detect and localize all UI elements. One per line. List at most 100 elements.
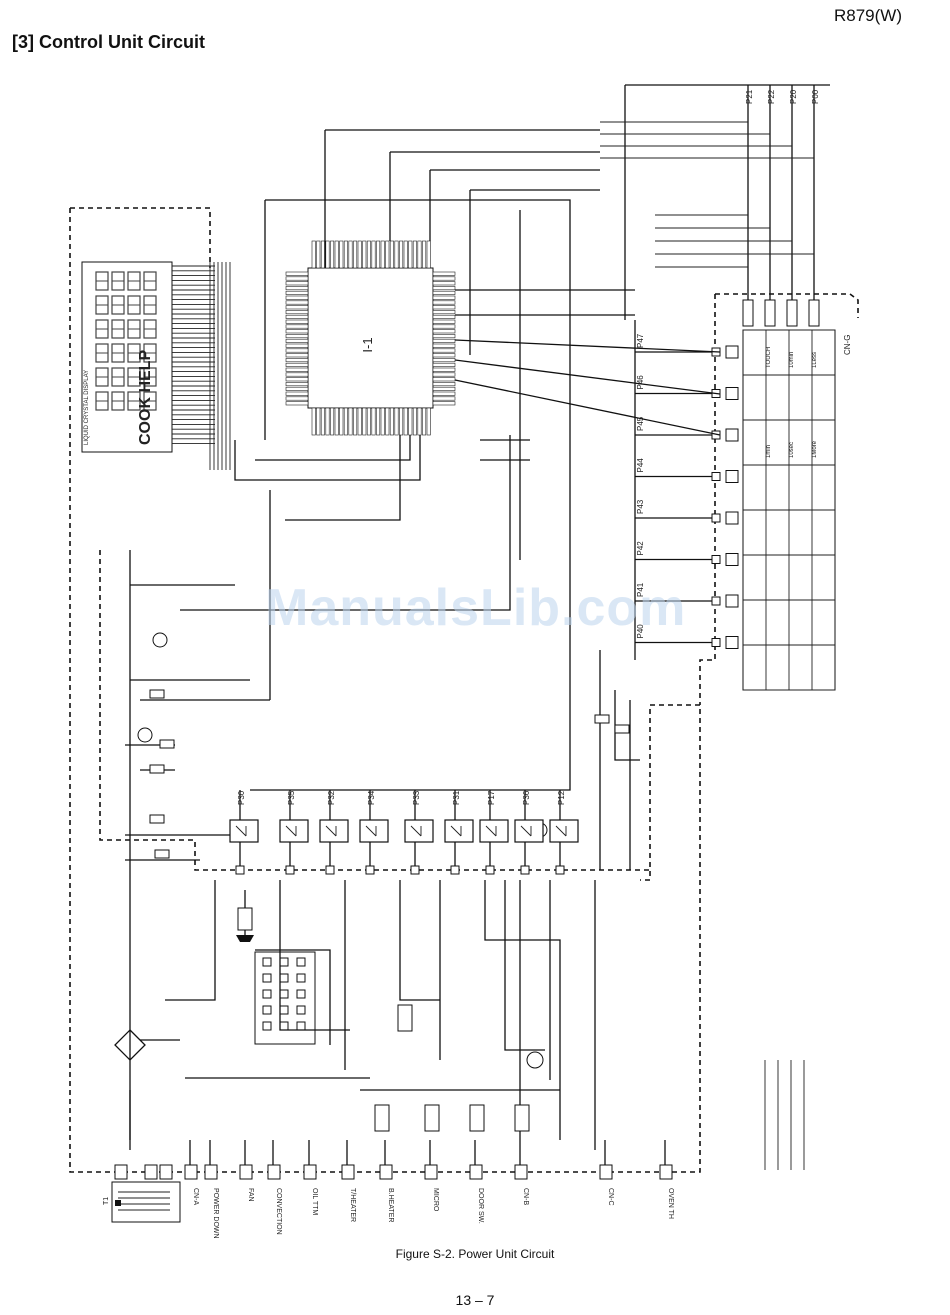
- relay-driver-symbol: [285, 825, 297, 837]
- ic-pin-right: [432, 276, 456, 281]
- relay-driver-symbol: [410, 825, 422, 837]
- side-port-label-p44: P44: [636, 458, 645, 473]
- bottom-connector-box: [184, 1164, 198, 1180]
- ic-pin-top: [316, 240, 321, 269]
- bridge-rectifier: [114, 1029, 146, 1061]
- relay-driver-box: [279, 819, 309, 843]
- ic-pin-top: [389, 240, 394, 269]
- relay-port-label-p31: P31: [452, 790, 461, 805]
- ic-pin-top: [311, 240, 316, 269]
- led-diode: [262, 973, 272, 983]
- relay-driver-symbol: [235, 825, 247, 837]
- ic-pin-bottom: [399, 407, 404, 436]
- bottom-connector-label: POWER DOWN: [212, 1188, 219, 1239]
- ic-pin-left: [285, 271, 309, 276]
- ic-pin-bottom: [403, 407, 408, 436]
- ic-pin-left: [285, 338, 309, 343]
- ic-pin-top: [412, 240, 417, 269]
- ic-pin-right: [432, 314, 456, 319]
- component-box: [149, 814, 165, 824]
- ic-pin-left: [285, 382, 309, 387]
- ic-pin-top: [362, 240, 367, 269]
- ic-pin-bottom: [380, 407, 385, 436]
- relay-pad: [450, 865, 460, 875]
- ic-pin-top: [320, 240, 325, 269]
- ic-pin-right: [432, 386, 456, 391]
- model-number: R879(W): [833, 6, 902, 25]
- ic-pin-left: [285, 391, 309, 396]
- relay-pad: [485, 865, 495, 875]
- ic-pin-top: [426, 240, 431, 269]
- led-diode: [296, 973, 306, 983]
- side-port-label-p46: P46: [636, 375, 645, 390]
- side-port-pad: [711, 513, 721, 523]
- wiring-lines: [125, 129, 721, 1140]
- relay-driver-box: [444, 819, 474, 843]
- ic-pin-right: [432, 319, 456, 324]
- top-port-connector: [808, 299, 820, 327]
- ic-pin-bottom: [348, 407, 353, 436]
- ic-pin-top: [366, 240, 371, 269]
- ic-pin-right: [432, 286, 456, 291]
- led-diode: [296, 1021, 306, 1031]
- ic-pin-left: [285, 358, 309, 363]
- led-diode: [279, 1021, 289, 1031]
- ic-pin-bottom: [316, 407, 321, 436]
- bottom-connector-label: CN-A: [192, 1188, 199, 1205]
- relay-port-label-p17: P17: [487, 790, 496, 805]
- transistor-symbol: [137, 727, 153, 743]
- ic-pin-top: [371, 240, 376, 269]
- ic-pin-bottom: [320, 407, 325, 436]
- wire-segment: [250, 199, 571, 791]
- ic-pin-right: [432, 310, 456, 315]
- ic-pin-left: [285, 353, 309, 358]
- ic-pin-left: [285, 314, 309, 319]
- transformer-t1: T1: [103, 1181, 181, 1223]
- ic-pin-left: [285, 367, 309, 372]
- wire-segment: [454, 359, 721, 395]
- ic-pin-bottom: [385, 407, 390, 436]
- bottom-connector-box: [514, 1164, 528, 1180]
- top-port-connector: [764, 299, 776, 327]
- side-port-diode: [725, 594, 739, 608]
- relay-pad: [235, 865, 245, 875]
- ic-pin-bottom: [339, 407, 344, 436]
- wire-segment: [469, 189, 600, 355]
- ic-pin-left: [285, 396, 309, 401]
- ic-pin-left: [285, 324, 309, 329]
- bottom-connector-label: DOOR SW.: [477, 1188, 484, 1224]
- page-number: 13 – 7: [455, 1292, 495, 1308]
- component-box: [159, 739, 175, 749]
- bottom-connector-box: [303, 1164, 317, 1180]
- ic-pin-left: [285, 310, 309, 315]
- relay-driver-box: [514, 819, 544, 843]
- bottom-connector-box: [239, 1164, 253, 1180]
- relay-driver-box: [549, 819, 579, 843]
- key-cell-label: 10min: [789, 352, 795, 368]
- ic-pin-left: [285, 276, 309, 281]
- ic-pin-left: [285, 334, 309, 339]
- buzzer-symbol: [236, 935, 254, 942]
- top-bus-frame: [624, 84, 830, 320]
- led-diode: [262, 1021, 272, 1031]
- ic-pin-bottom: [334, 407, 339, 436]
- ic-pin-bottom: [362, 407, 367, 436]
- wire-segment: [180, 435, 511, 611]
- top-port-label-p00: P00: [811, 89, 820, 104]
- relay-driver-symbol: [520, 825, 532, 837]
- relay-driver-symbol: [450, 825, 462, 837]
- relay-port-label-p30: P30: [237, 790, 246, 805]
- relay-port-label-p12: P12: [557, 790, 566, 805]
- side-port-pad: [711, 638, 721, 647]
- ic-pin-bottom: [325, 407, 330, 436]
- lcd-digit-group: [95, 271, 157, 411]
- bottom-connector-label: CN-C: [607, 1188, 614, 1206]
- side-port-pad: [711, 555, 721, 564]
- lcd-display: COOK HELP LIQUID CRYSTAL DISPLAY: [81, 261, 173, 453]
- bottom-connector-box: [341, 1164, 355, 1180]
- ic-pin-top: [380, 240, 385, 269]
